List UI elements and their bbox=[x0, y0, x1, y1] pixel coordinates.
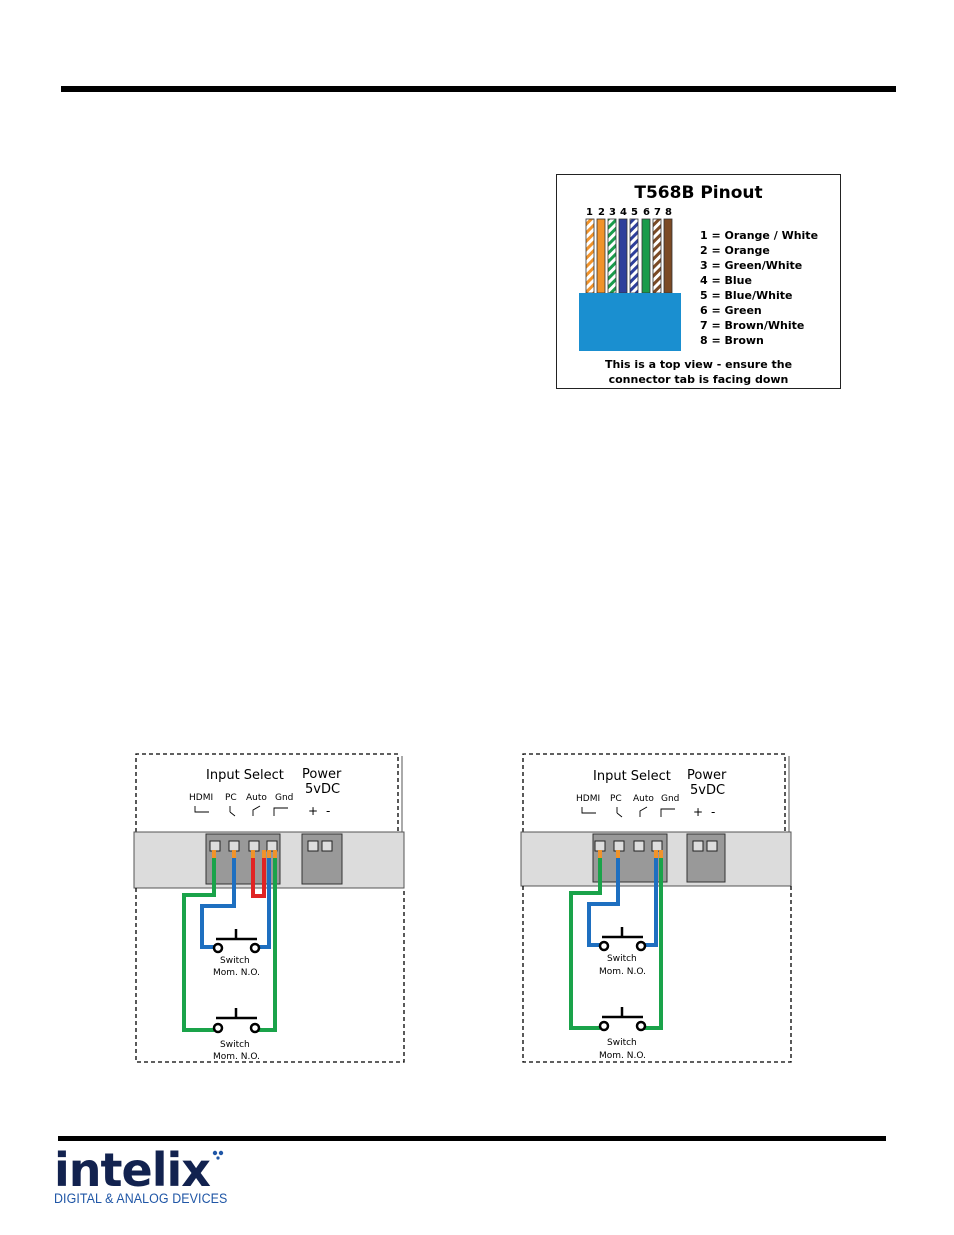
pinout-caption: This is a top view - ensure the connecto… bbox=[557, 357, 840, 387]
switch-type: Mom. N.O. bbox=[599, 1051, 646, 1061]
header-rule bbox=[61, 86, 896, 92]
legend-item: 6 = Green bbox=[700, 304, 762, 317]
switch-type: Mom. N.O. bbox=[599, 967, 646, 977]
logo-dots-icon bbox=[212, 1150, 224, 1160]
device-outline bbox=[135, 753, 399, 832]
logo-wordmark: intelix bbox=[54, 1143, 211, 1197]
momentary-switch-2: Switch Mom. N.O. bbox=[598, 1007, 647, 1061]
switch-label: Switch bbox=[607, 1038, 637, 1048]
switch-label: Switch bbox=[220, 1040, 250, 1050]
power-label: Power bbox=[302, 767, 342, 782]
t568b-pinout-figure: T568B Pinout 1 2 3 4 5 6 7 8 bbox=[556, 174, 841, 389]
switch-label: Switch bbox=[220, 956, 250, 966]
wire-8-brown bbox=[663, 218, 673, 294]
terminal-label-hdmi: HDMI bbox=[189, 793, 213, 803]
legend-item: 3 = Green/White bbox=[700, 259, 803, 272]
minus-label: - bbox=[326, 804, 330, 818]
voltage-label: 5vDC bbox=[305, 782, 340, 797]
power-label: Power bbox=[687, 768, 727, 783]
terminal-label-gnd: Gnd bbox=[661, 794, 679, 804]
wiring-diagram-left: Input Select Power 5vDC HDMI PC Auto Gnd… bbox=[132, 752, 408, 1071]
terminal-label-auto: Auto bbox=[633, 794, 654, 804]
pin-number: 6 bbox=[643, 207, 650, 218]
wire-green-hdmi bbox=[569, 852, 602, 1030]
wire-ferrules bbox=[212, 850, 277, 858]
wiring-diagram-right: Input Select Power 5vDC HDMI PC Auto Gnd… bbox=[519, 752, 795, 1071]
wire-bundle bbox=[585, 218, 673, 294]
wire-blue-pc bbox=[200, 852, 236, 949]
wire-green-gnd bbox=[643, 852, 663, 1030]
wire-4-blue bbox=[618, 218, 628, 294]
momentary-switch-1: Switch Mom. N.O. bbox=[598, 927, 647, 977]
caption-line: This is a top view - ensure the bbox=[604, 358, 793, 371]
switch-type: Mom. N.O. bbox=[213, 1052, 260, 1062]
terminal-label-pc: PC bbox=[610, 794, 622, 804]
pin-number: 8 bbox=[665, 207, 672, 218]
terminal-screws bbox=[594, 840, 718, 852]
wire-blue-pc bbox=[587, 852, 620, 947]
legend-item: 2 = Orange bbox=[700, 244, 770, 257]
wire-1-orange-white bbox=[585, 218, 595, 294]
wire-ferrules bbox=[598, 850, 663, 858]
terminal-label-pc: PC bbox=[225, 793, 237, 803]
wire-3-green-white bbox=[607, 218, 617, 294]
legend-item: 7 = Brown/White bbox=[700, 319, 805, 332]
wire-green-hdmi bbox=[182, 852, 216, 1032]
momentary-switch-1: Switch Mom. N.O. bbox=[212, 929, 261, 978]
legend-item: 1 = Orange / White bbox=[700, 229, 819, 242]
wire-blue-gnd bbox=[257, 852, 271, 949]
plus-label: + bbox=[308, 804, 318, 818]
wire-green-gnd bbox=[257, 852, 277, 1032]
momentary-switch-2: Switch Mom. N.O. bbox=[212, 1008, 261, 1062]
plus-label: + bbox=[693, 805, 703, 819]
legend-item: 4 = Blue bbox=[700, 274, 752, 287]
wiring-area-outline bbox=[135, 888, 405, 1063]
logo-tagline: DIGITAL & ANALOG DEVICES bbox=[54, 1191, 228, 1206]
legend-item: 5 = Blue/White bbox=[700, 289, 793, 302]
pin-number: 2 bbox=[598, 207, 605, 218]
rj45-wires-illustration: 1 2 3 4 5 6 7 8 bbox=[579, 207, 681, 351]
pin-number: 1 bbox=[586, 207, 593, 218]
rj45-plug-body bbox=[579, 293, 681, 351]
wire-2-orange bbox=[596, 218, 606, 294]
pin-legend: 1 = Orange / White 2 = Orange 3 = Green/… bbox=[700, 228, 818, 348]
input-select-label: Input Select bbox=[593, 769, 671, 784]
terminal-label-auto: Auto bbox=[246, 793, 267, 803]
legend-item: 8 = Brown bbox=[700, 334, 764, 347]
footer-rule bbox=[58, 1136, 886, 1141]
wire-5-blue-white bbox=[629, 218, 639, 294]
wiring-area-outline bbox=[522, 886, 792, 1063]
switch-label: Switch bbox=[607, 954, 637, 964]
switch-type: Mom. N.O. bbox=[213, 968, 260, 978]
pin-number: 3 bbox=[609, 207, 616, 218]
caption-line: connector tab is facing down bbox=[608, 373, 789, 386]
terminal-symbols bbox=[581, 806, 675, 818]
pin-number: 7 bbox=[654, 207, 661, 218]
pin-number: 4 bbox=[620, 207, 627, 218]
terminal-label-hdmi: HDMI bbox=[576, 794, 600, 804]
wire-red-jumper bbox=[251, 852, 266, 898]
device-outline bbox=[522, 753, 786, 832]
terminal-symbols bbox=[194, 805, 288, 817]
input-select-label: Input Select bbox=[206, 768, 284, 783]
wire-blue-gnd bbox=[643, 852, 658, 947]
pin-numbers: 1 2 3 4 5 6 7 8 bbox=[586, 207, 672, 218]
terminal-label-gnd: Gnd bbox=[275, 793, 293, 803]
minus-label: - bbox=[711, 805, 715, 819]
pin-number: 5 bbox=[631, 207, 638, 218]
intelix-logo: intelix DIGITAL & ANALOG DEVICES bbox=[54, 1147, 242, 1206]
voltage-label: 5vDC bbox=[690, 783, 725, 798]
wire-6-green bbox=[641, 218, 651, 294]
pinout-title: T568B Pinout bbox=[634, 183, 763, 203]
wire-7-brown-white bbox=[652, 218, 662, 294]
